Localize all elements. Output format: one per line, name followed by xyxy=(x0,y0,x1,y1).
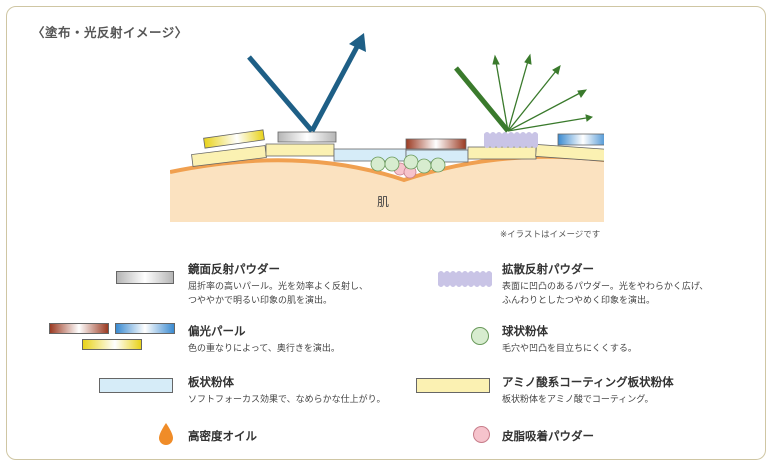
legend-desc: 板状粉体をアミノ酸でコーティング。 xyxy=(502,395,654,405)
amino-plate-swatch xyxy=(416,378,490,393)
pearl-yellow-swatch xyxy=(82,339,142,350)
diffuse-powder-swatch xyxy=(438,271,492,287)
legend-desc: 屈折率の高いパール。光を効率よく反射し、 xyxy=(188,282,369,292)
legend-oil: 高密度オイル xyxy=(188,428,257,447)
pearl-red-swatch xyxy=(49,323,109,334)
legend-sebum: 皮脂吸着パウダー xyxy=(502,428,594,447)
mirror-powder-swatch xyxy=(116,271,174,284)
legend-desc: 毛穴や凹凸を目立ちにくくする。 xyxy=(502,344,637,354)
legend-sphere: 球状粉体 毛穴や凹凸を目立ちにくくする。 xyxy=(502,323,637,356)
legend-desc: ふんわりとしたつやめく印象を演出。 xyxy=(502,296,656,306)
legend-pearl: 偏光パール 色の重なりによって、奥行きを演出。 xyxy=(188,323,340,356)
skin-area xyxy=(170,156,604,222)
illustration-note: ※イラストはイメージです xyxy=(500,230,601,240)
legend-desc: 色の重なりによって、奥行きを演出。 xyxy=(188,344,340,354)
sphere-cluster xyxy=(370,154,446,179)
legend-name: 拡散反射パウダー xyxy=(502,262,594,276)
legend-mirror: 鏡面反射パウダー 屈折率の高いパール。光を効率よく反射し、 つややかで明るい印象… xyxy=(188,261,368,308)
plate-powder-layer xyxy=(191,143,604,167)
legend-desc: 表面に凹凸のあるパウダー。光をやわらかく広げ、 xyxy=(502,282,709,292)
legend-diffuse: 拡散反射パウダー 表面に凹凸のあるパウダー。光をやわらかく広げ、 ふんわりとした… xyxy=(502,261,708,308)
legend-name: 皮脂吸着パウダー xyxy=(502,429,594,443)
legend-name: 偏光パール xyxy=(188,324,246,338)
legend-plate: 板状粉体 ソフトフォーカス効果で、なめらかな仕上がり。 xyxy=(188,374,385,407)
legend-desc: つややかで明るい印象の肌を演出。 xyxy=(188,296,333,306)
diffuse-reflection-arrows xyxy=(454,53,594,133)
legend-name: 鏡面反射パウダー xyxy=(188,262,280,276)
page-title: 〈塗布・光反射イメージ〉 xyxy=(32,25,188,40)
legend-name: アミノ酸系コーティング板状粉体 xyxy=(502,375,674,389)
legend-amino: アミノ酸系コーティング板状粉体 板状粉体をアミノ酸でコーティング。 xyxy=(502,374,674,407)
legend-name: 板状粉体 xyxy=(188,375,234,389)
plate-powder-swatch xyxy=(99,378,173,393)
droplet-icon xyxy=(159,423,173,445)
legend-name: 球状粉体 xyxy=(502,324,548,338)
legend-name: 高密度オイル xyxy=(188,429,257,443)
legend-desc: ソフトフォーカス効果で、なめらかな仕上がり。 xyxy=(188,395,386,405)
pearl-layer xyxy=(203,129,604,150)
skin-label: 肌 xyxy=(377,195,390,209)
sphere-icon xyxy=(471,327,489,345)
pearl-blue-swatch xyxy=(115,323,175,334)
diffuse-powder-shape xyxy=(484,132,538,148)
mirror-reflection-arrows xyxy=(247,33,366,133)
sebum-sphere-icon xyxy=(473,426,490,443)
